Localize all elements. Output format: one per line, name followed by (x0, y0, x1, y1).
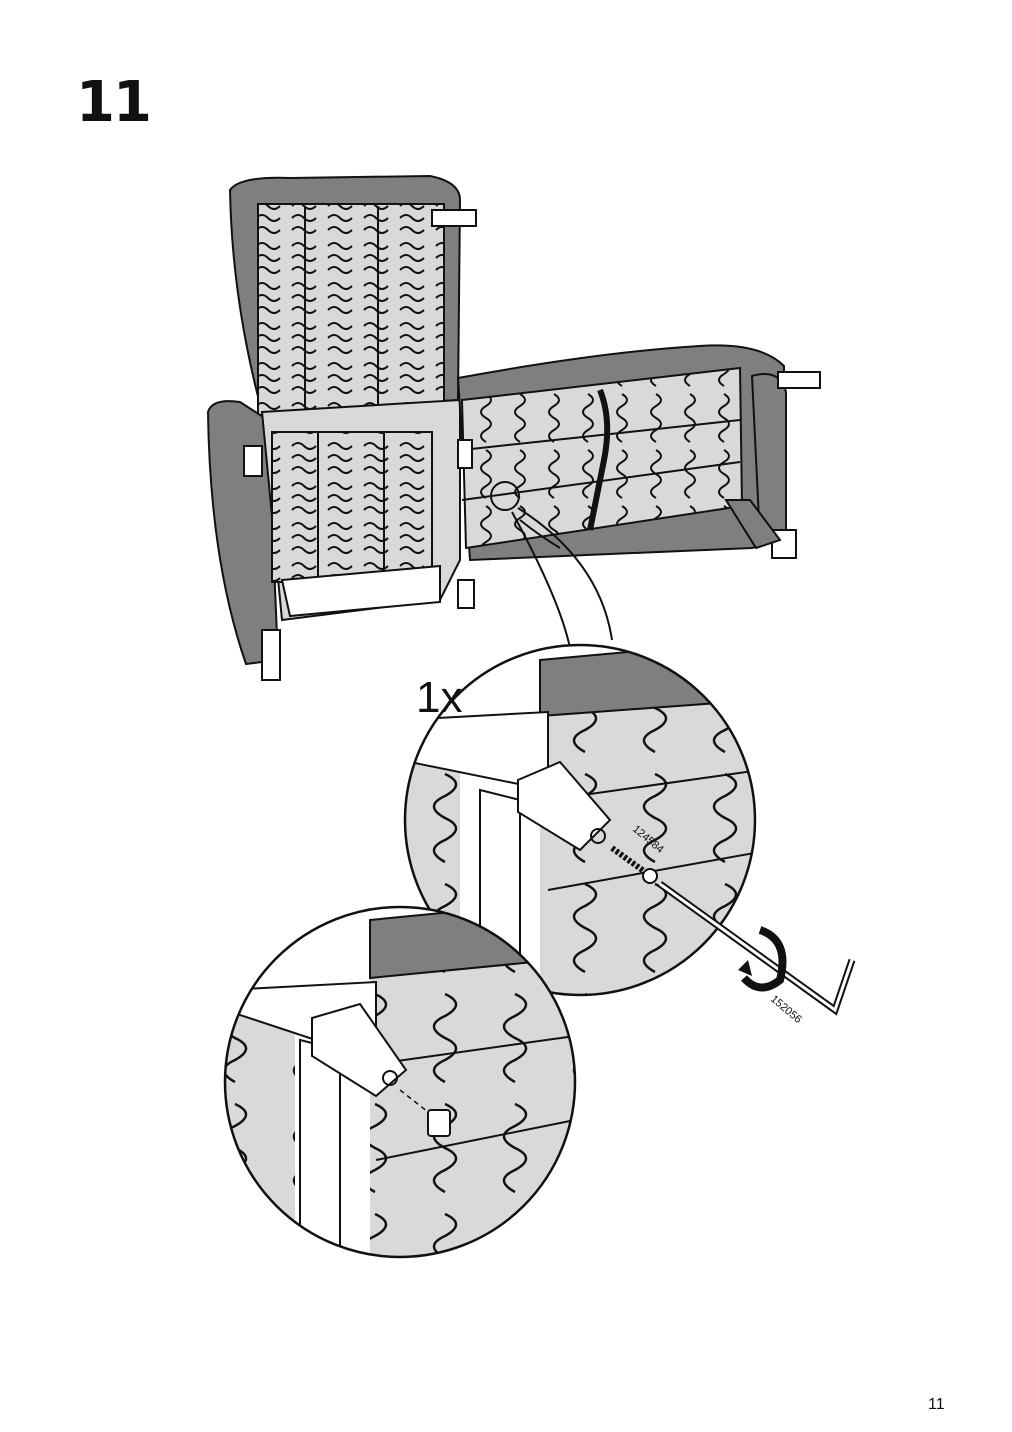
step-number: 11 (76, 70, 152, 135)
detail-view-insert-screw (403, 643, 757, 997)
page-number: 11 (928, 1396, 945, 1413)
quantity-label: 1x (416, 673, 462, 722)
sofa-frame (206, 174, 821, 681)
allen-key-part-code: 152056 (768, 993, 804, 1026)
detail-view-cap-inserted (223, 905, 577, 1259)
allen-key-icon (657, 881, 856, 1016)
